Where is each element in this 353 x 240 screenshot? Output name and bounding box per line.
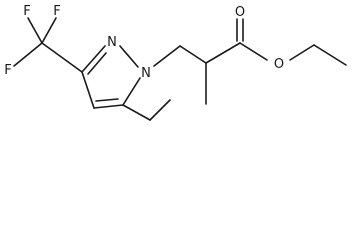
nitrogen-label-n1: N bbox=[141, 66, 151, 81]
bond-n1-ch2 bbox=[153, 45, 181, 67]
atom-labels: F F F N N O O bbox=[4, 4, 284, 81]
nitrogen-label-n2: N bbox=[107, 35, 117, 50]
bond-ch2-ch bbox=[179, 45, 207, 64]
bond-c5-ethyl-ch2 bbox=[122, 104, 151, 121]
chemical-structure-diagram: F F F N N O O bbox=[4, 4, 347, 121]
oxygen-label-ester: O bbox=[274, 57, 284, 72]
bond-ch2-ch3 bbox=[313, 44, 347, 66]
bond-c5-c4 bbox=[93, 104, 124, 109]
bond-o-ch2 bbox=[289, 44, 315, 61]
fluorine-label-top-left: F bbox=[23, 4, 30, 19]
bond-c3-n2-double bbox=[87, 52, 107, 75]
fluorine-label-left: F bbox=[4, 63, 11, 78]
oxygen-label-carbonyl: O bbox=[235, 5, 245, 20]
bond-ch-carbonyl-c bbox=[205, 42, 241, 64]
bond-f1-cf3 bbox=[27, 17, 43, 44]
bond-ethyl-ch2-ch3 bbox=[149, 99, 171, 121]
bond-c4-c3 bbox=[81, 71, 95, 109]
bond-c5-c4-double bbox=[95, 98, 119, 102]
bond-n2-n1 bbox=[119, 45, 139, 68]
bond-f2-cf3 bbox=[13, 42, 43, 67]
bond-c-o-ester bbox=[239, 42, 268, 61]
bond-f3-cf3 bbox=[41, 17, 57, 44]
fluorine-label-top-right: F bbox=[53, 4, 60, 19]
bonds bbox=[13, 17, 347, 121]
bond-n1-c5 bbox=[122, 77, 141, 106]
bond-c3-n2 bbox=[81, 45, 106, 73]
bond-cf3-c3 bbox=[41, 42, 83, 73]
